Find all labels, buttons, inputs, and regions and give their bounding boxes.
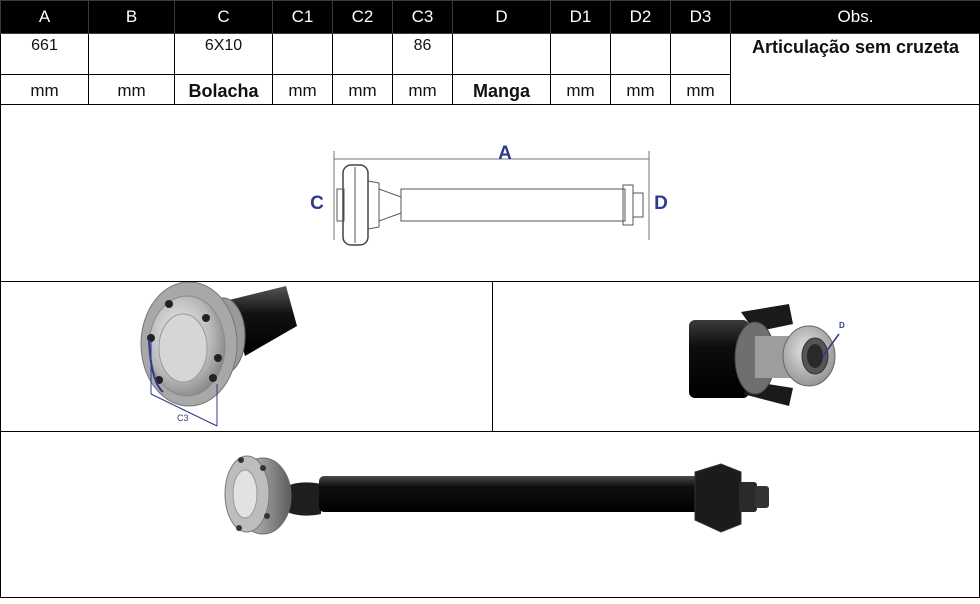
- dimension-label-a: A: [498, 143, 512, 164]
- spline-yoke-photo: D: [492, 281, 980, 432]
- value-a: 661: [1, 34, 89, 75]
- value-c1: [273, 34, 333, 75]
- dimension-label-c: C: [310, 193, 324, 214]
- obs-cell: Articulação sem cruzeta: [731, 34, 980, 108]
- header-c3: C3: [393, 1, 453, 34]
- spec-table: A B C C1 C2 C3 D D1 D2 D3 Obs. 661 6X10 …: [0, 0, 980, 108]
- driveshaft-svg: [1, 432, 980, 599]
- header-c2: C2: [333, 1, 393, 34]
- value-c2: [333, 34, 393, 75]
- header-c: C: [175, 1, 273, 34]
- unit-c3: mm: [393, 75, 453, 108]
- header-c1: C1: [273, 1, 333, 34]
- unit-c1: mm: [273, 75, 333, 108]
- spec-value-row: 661 6X10 86 Articulação sem cruzeta: [1, 34, 980, 75]
- dimension-label-d: D: [654, 193, 668, 214]
- header-d3: D3: [671, 1, 731, 34]
- value-c3: 86: [393, 34, 453, 75]
- value-b: [89, 34, 175, 75]
- unit-a: mm: [1, 75, 89, 108]
- header-b: B: [89, 1, 175, 34]
- cv-joint-svg: C3: [1, 282, 494, 433]
- header-obs: Obs.: [731, 1, 980, 34]
- cv-joint-photo: C3: [0, 281, 493, 432]
- value-d1: [551, 34, 611, 75]
- unit-c: Bolacha: [175, 75, 273, 108]
- spline-yoke-svg: D: [493, 282, 980, 433]
- value-c: 6X10: [175, 34, 273, 75]
- unit-d2: mm: [611, 75, 671, 108]
- value-d3: [671, 34, 731, 75]
- unit-b: mm: [89, 75, 175, 108]
- value-d2: [611, 34, 671, 75]
- dimension-diagram: A C D: [0, 104, 980, 282]
- header-d: D: [453, 1, 551, 34]
- unit-d3: mm: [671, 75, 731, 108]
- dimension-label-c3: C3: [177, 413, 189, 423]
- dimension-label-spline-d: D: [839, 321, 845, 330]
- header-d1: D1: [551, 1, 611, 34]
- spec-header-row: A B C C1 C2 C3 D D1 D2 D3 Obs.: [1, 1, 980, 34]
- value-d: [453, 34, 551, 75]
- unit-d: Manga: [453, 75, 551, 108]
- unit-d1: mm: [551, 75, 611, 108]
- driveshaft-photo: [0, 431, 980, 598]
- header-d2: D2: [611, 1, 671, 34]
- unit-c2: mm: [333, 75, 393, 108]
- header-a: A: [1, 1, 89, 34]
- shaft-diagram-svg: A C D: [1, 105, 980, 283]
